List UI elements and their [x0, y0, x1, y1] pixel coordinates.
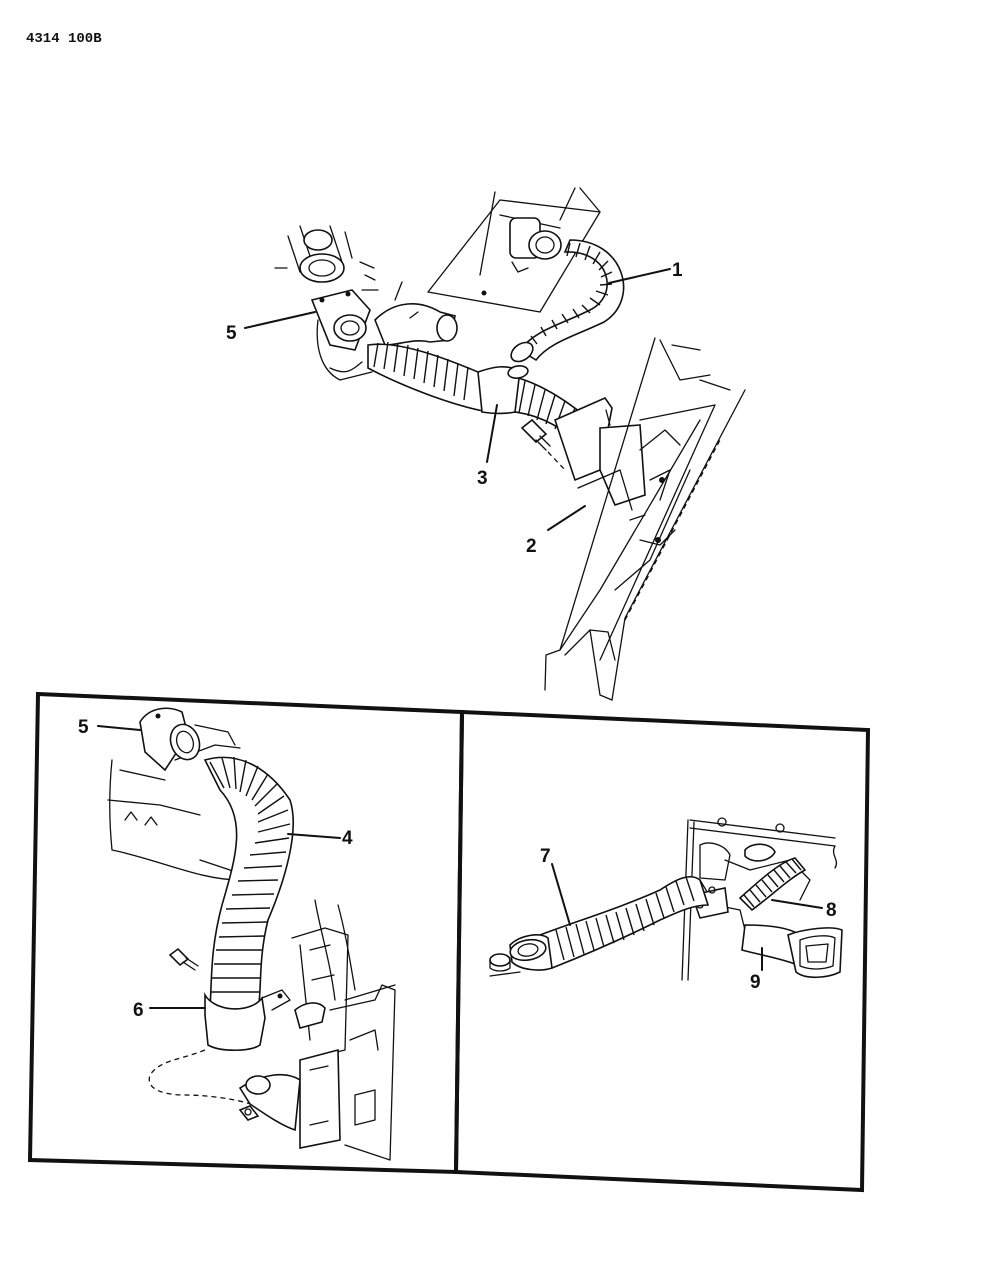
leader-5-main: [244, 311, 316, 329]
callout-6: 6: [133, 1000, 144, 1021]
right-detail-view: 7 8 9: [489, 817, 843, 993]
elbow-adapter-5: [310, 281, 458, 351]
callout-4: 4: [342, 828, 353, 849]
callout-5-left: 5: [78, 717, 89, 738]
defroster-hose-1: [510, 239, 625, 363]
leader-3: [486, 404, 498, 463]
heater-hose-7: [509, 875, 710, 971]
cowl-channel: [544, 337, 746, 701]
bolt-left: [168, 947, 199, 971]
heater-housing-plate: [427, 187, 601, 313]
document-id: 4314 100B: [26, 31, 102, 47]
leader-1: [608, 268, 671, 284]
leader-7: [551, 863, 571, 926]
clamp-6: [204, 989, 291, 1052]
callout-1: 1: [672, 260, 683, 281]
callout-5-main: 5: [226, 323, 237, 344]
detail-frame-right: [453, 709, 871, 1193]
left-detail-view: 5 4 6: [78, 707, 396, 1161]
heater-hose-4: [203, 756, 294, 1011]
leader-5-left: [97, 725, 141, 731]
engine-outlet-area: [274, 225, 379, 381]
callout-2: 2: [526, 536, 537, 557]
leader-8: [771, 899, 823, 909]
defroster-duct-9: [741, 924, 843, 979]
duct-bracket-2: [554, 397, 646, 511]
callout-9: 9: [750, 972, 761, 993]
leader-2: [547, 505, 586, 531]
callout-8: 8: [826, 900, 837, 921]
callout-7: 7: [540, 846, 551, 867]
main-assembly-view: 1 2 3 5: [226, 187, 746, 701]
leader-4: [287, 833, 341, 839]
defroster-hose-8: [738, 857, 807, 912]
bolt-main: [520, 418, 566, 471]
callout-3: 3: [477, 468, 488, 489]
hose-end-cap: [489, 953, 521, 977]
